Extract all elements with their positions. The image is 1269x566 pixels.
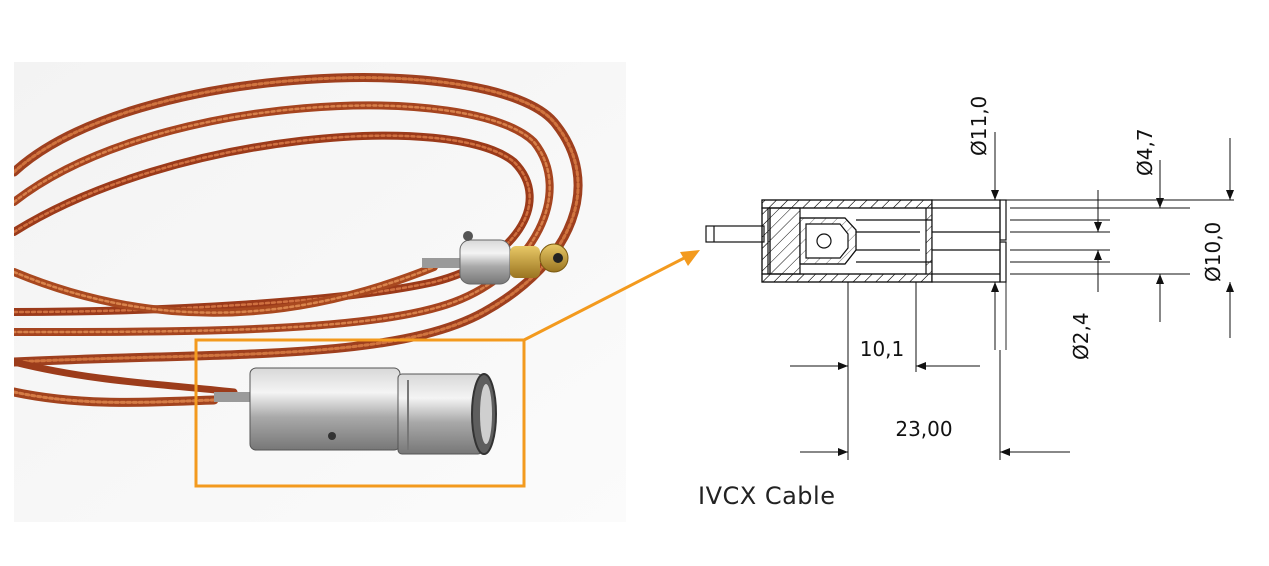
dim-length-10-1: 10,1 <box>860 337 905 361</box>
dim-diameter-4-7: Ø4,7 <box>1133 128 1157 176</box>
dim-outer-diameter: Ø11,0 <box>967 96 991 156</box>
dim-diameter-2-4: Ø2,4 <box>1069 312 1093 360</box>
technical-drawing: Ø11,0 Ø4,7 Ø10,0 Ø2,4 10,1 23,00 <box>705 96 1234 460</box>
dim-length-23-00: 23,00 <box>895 417 952 441</box>
caption: IVCX Cable <box>698 482 836 510</box>
dim-diameter-10-0: Ø10,0 <box>1201 222 1225 282</box>
callout-arrow <box>523 250 700 342</box>
cable-photo <box>14 62 626 522</box>
